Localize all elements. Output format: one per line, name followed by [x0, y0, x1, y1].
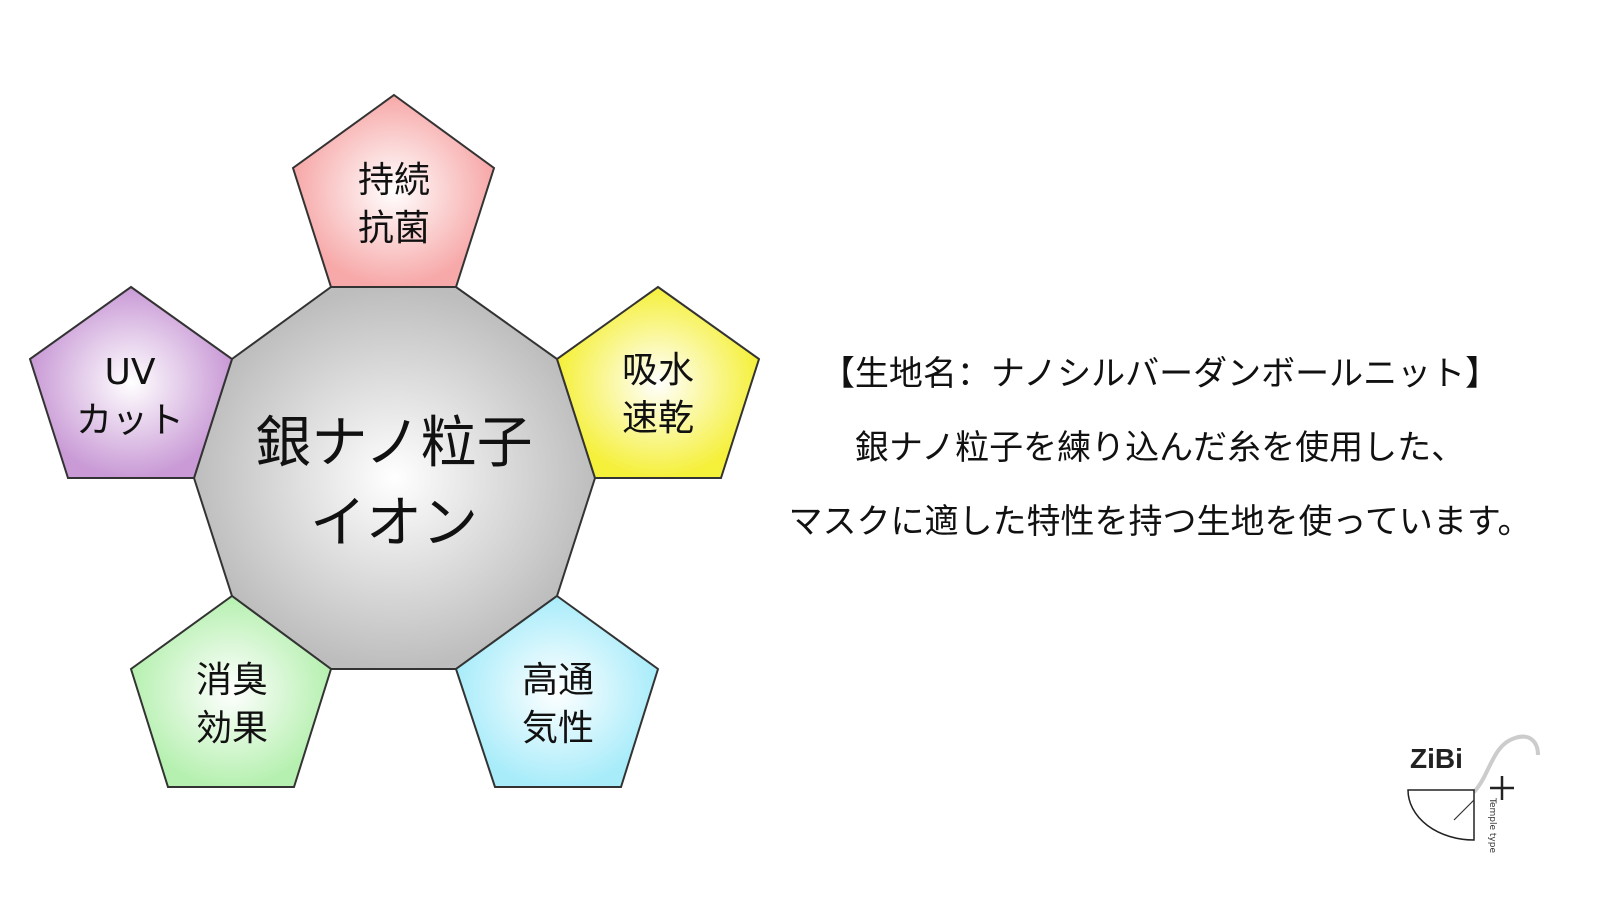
center-line2: イオン: [310, 491, 478, 556]
petal-label: 吸水: [622, 350, 694, 391]
petal-label: 消臭: [196, 660, 268, 701]
logo-brand: ZiBi: [1410, 743, 1463, 774]
petal-label: UV: [105, 352, 156, 393]
petal-absorb-dry: [555, 285, 761, 479]
petal-label: 持続: [358, 160, 430, 201]
description-line1: 銀ナノ粒子を練り込んだ糸を使用した、: [854, 428, 1466, 468]
fabric-name: 【生地名：ナノシルバーダンボールニット】: [820, 354, 1500, 394]
petal-antibacterial: [291, 93, 496, 288]
petal-uv-cut: [28, 285, 234, 479]
petal-label: カット: [76, 400, 184, 441]
petal-label: 速乾: [622, 398, 694, 439]
zibi-logo: ZiBi Temple type: [1407, 734, 1540, 853]
center-line1: 銀ナノ粒子: [255, 411, 532, 476]
petal-breathability: [454, 594, 660, 788]
petal-deodorant: [129, 594, 333, 788]
petal-label: 高通: [522, 660, 594, 701]
logo-subtitle: Temple type: [1487, 797, 1497, 853]
petal-label: 効果: [196, 708, 268, 749]
petal-label: 気性: [522, 708, 594, 749]
description-line2: マスクに適した特性を持つ生地を使っています。: [788, 502, 1532, 542]
petal-label: 抗菌: [358, 208, 430, 249]
